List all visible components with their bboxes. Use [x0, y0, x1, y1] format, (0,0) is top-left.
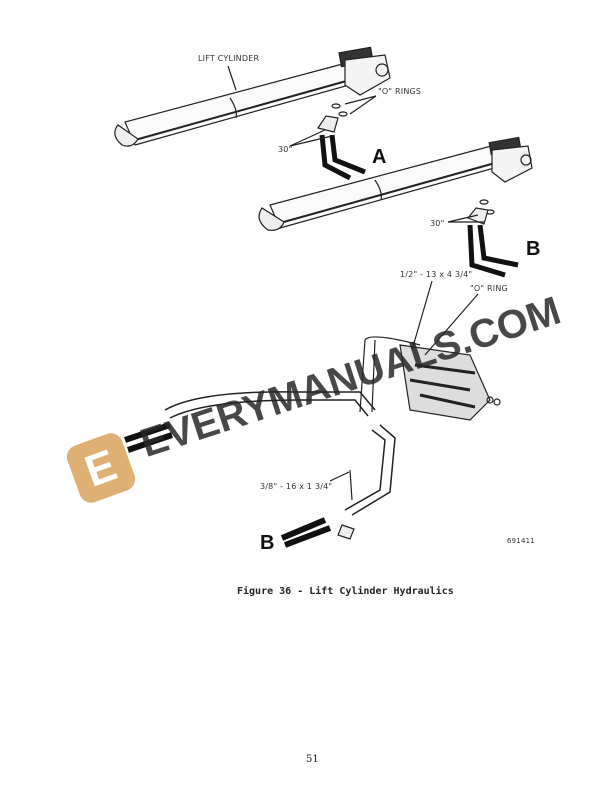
angle-label-a: 30" — [278, 145, 293, 154]
o-rings-label: "O" RINGS — [378, 87, 422, 96]
watermark-logo-letter: E — [78, 440, 124, 497]
part-number: 691411 — [507, 537, 535, 545]
bolt-small-label: 3/8" - 16 x 1 3/4" — [260, 482, 333, 491]
figure-caption: Figure 36 - Lift Cylinder Hydraulics — [237, 586, 454, 597]
view-b-lower-label: B — [260, 532, 275, 554]
bolt-large-label: 1/2" - 13 x 4 3/4" — [400, 270, 473, 279]
lift-cylinder-label: LIFT CYLINDER — [198, 54, 260, 63]
angle-label-b: 30" — [430, 219, 445, 228]
o-ring-label: "O" RING — [470, 284, 508, 293]
view-b-label: B — [526, 238, 541, 260]
page-number: 51 — [306, 754, 319, 765]
view-a-label: A — [372, 146, 387, 168]
